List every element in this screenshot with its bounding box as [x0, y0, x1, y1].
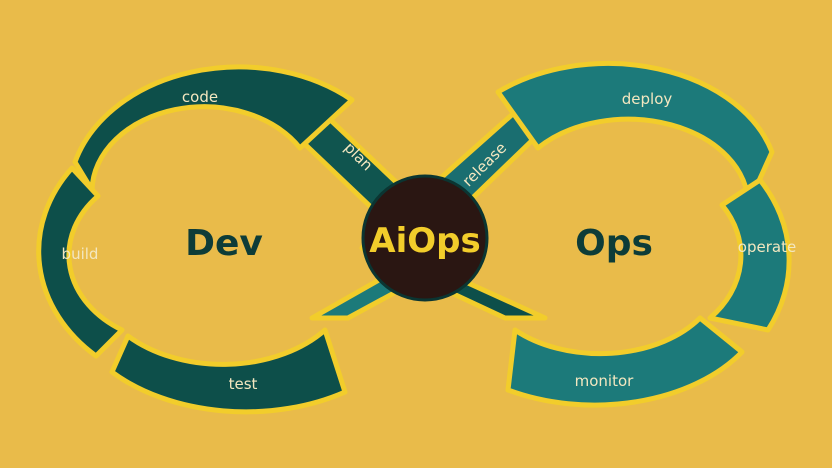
stage-label-operate: operate [738, 238, 796, 256]
dev-segment-code [72, 64, 355, 193]
dev-title: Dev [185, 223, 263, 264]
stage-label-monitor: monitor [575, 372, 635, 390]
ops-segment-monitor [505, 315, 745, 408]
ops-segment-operate [707, 177, 792, 333]
stage-label-test: test [229, 375, 258, 393]
stage-label-deploy: deploy [622, 90, 673, 108]
ops-title: Ops [575, 223, 653, 264]
dev-segment-test [109, 327, 348, 415]
center-title: AiOps [369, 221, 480, 261]
dev-segment-build [36, 165, 125, 359]
ops-segment-deploy [495, 61, 775, 208]
center-circle [361, 174, 489, 302]
stage-label-code: code [182, 88, 218, 106]
stage-label-build: build [62, 245, 99, 263]
